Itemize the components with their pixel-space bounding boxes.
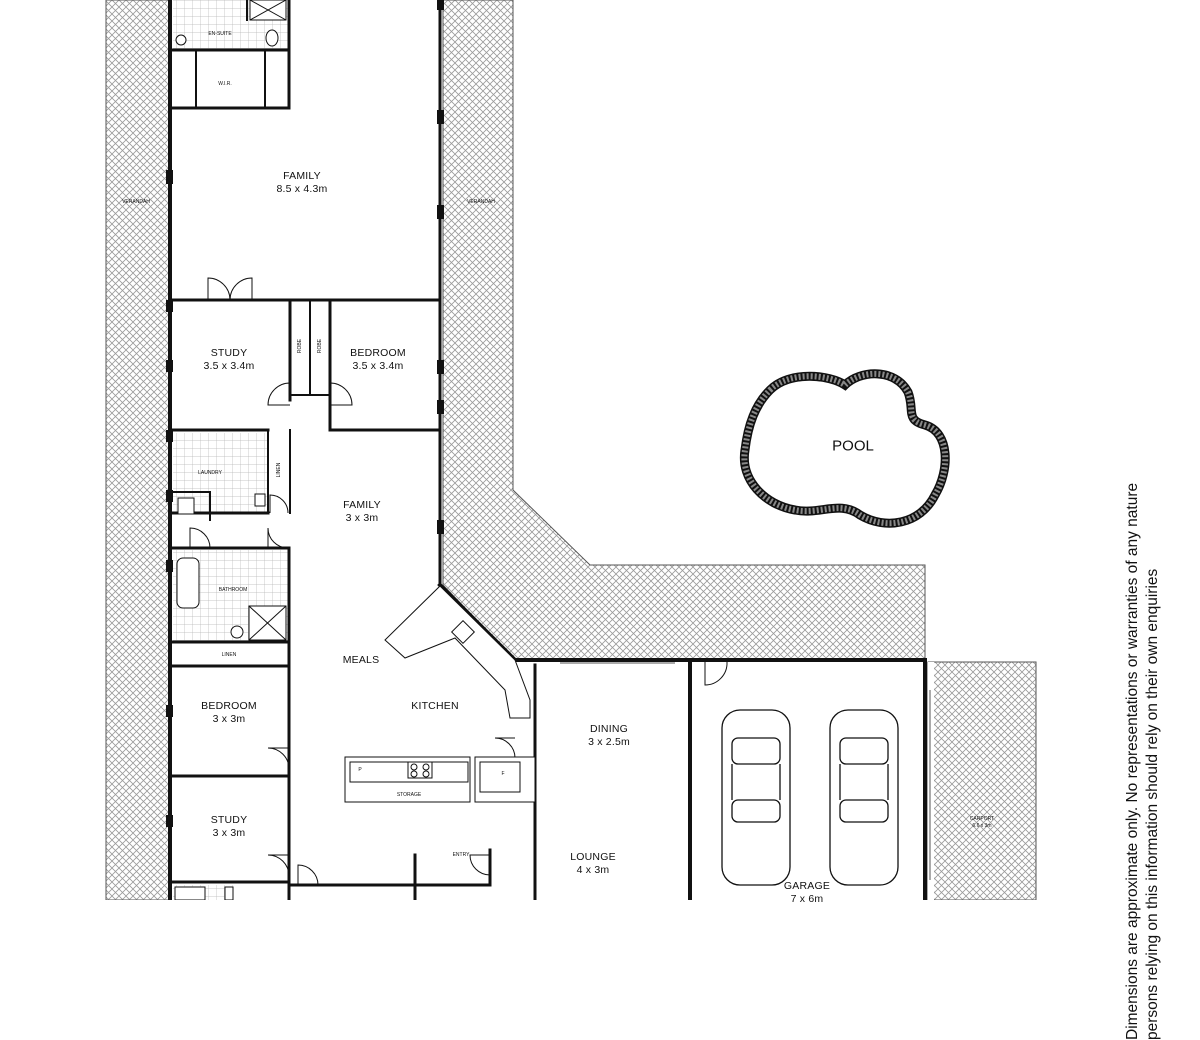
verandah-right-area: [442, 0, 926, 661]
study-2-name: STUDY: [210, 814, 248, 826]
label-bedroom-2: BEDROOM 3 x 3m: [201, 700, 257, 726]
disclaimer-line-2: persons relying on this information shou…: [1144, 568, 1161, 1040]
car-2-icon: [829, 709, 899, 886]
doors: [189, 277, 728, 886]
dining-name: DINING: [590, 723, 628, 735]
window-lines: [560, 662, 931, 880]
label-laundry: LAUNDRY: [198, 470, 222, 476]
bedroom-2-size: 3 x 3m: [212, 713, 246, 725]
label-bathroom: BATHROOM: [218, 587, 248, 593]
label-study-1: STUDY 3.5 x 3.4m: [203, 347, 254, 373]
disclaimer-text: Dimensions are approximate only. No repr…: [1123, 483, 1163, 1040]
label-robe-1: ROBE: [297, 338, 303, 354]
label-linen-2: LINEN: [221, 652, 237, 658]
label-verandah-left: VERANDAH: [122, 199, 150, 205]
label-linen-1: LINEN: [276, 462, 282, 478]
garage-name: GARAGE: [783, 880, 831, 892]
windows: [166, 0, 444, 827]
label-carport: CARPORT 6.6 x 3m: [970, 816, 994, 830]
label-family-2: FAMILY 3 x 3m: [343, 499, 381, 525]
carport-area: [927, 661, 1037, 900]
verandah-left-area: [105, 0, 170, 900]
study-2-size: 3 x 3m: [212, 827, 246, 839]
carport-size: 6.6 x 3m: [972, 823, 992, 829]
label-entry: ENTRY: [452, 852, 470, 858]
car-1-icon: [721, 709, 791, 886]
label-verandah-right: VERANDAH: [467, 199, 495, 205]
family-2-size: 3 x 3m: [345, 512, 379, 524]
lounge-name: LOUNGE: [570, 851, 616, 863]
family-2-name: FAMILY: [343, 499, 381, 511]
study-1-size: 3.5 x 3.4m: [203, 360, 255, 372]
bedroom-1-name: BEDROOM: [350, 347, 406, 359]
pool-icon: [739, 369, 950, 528]
study-1-name: STUDY: [210, 347, 248, 359]
label-robe-2: ROBE: [317, 338, 323, 354]
dining-size: 3 x 2.5m: [588, 736, 630, 748]
label-kitchen: KITCHEN: [411, 700, 459, 712]
label-en-suite: EN-SUITE: [208, 31, 232, 37]
label-garage: GARAGE 7 x 6m: [784, 880, 830, 906]
label-lounge: LOUNGE 4 x 3m: [570, 851, 616, 877]
label-dining: DINING 3 x 2.5m: [588, 723, 630, 749]
label-wir: W.I.R.: [218, 81, 232, 87]
label-storage: STORAGE: [396, 792, 422, 798]
carport-name: CARPORT: [969, 816, 995, 822]
label-family-main: FAMILY 8.5 x 4.3m: [276, 170, 327, 196]
lounge-size: 4 x 3m: [576, 864, 610, 876]
fixtures: [174, 0, 536, 900]
label-study-2: STUDY 3 x 3m: [211, 814, 248, 840]
disclaimer-line-1: Dimensions are approximate only. No repr…: [1124, 482, 1141, 1040]
bedroom-2-name: BEDROOM: [201, 700, 257, 712]
label-pool: POOL: [832, 437, 874, 455]
family-main-size: 8.5 x 4.3m: [276, 183, 328, 195]
label-meals: MEALS: [342, 654, 380, 666]
label-pantry: P: [358, 767, 362, 773]
label-fridge: F: [501, 771, 505, 777]
floor-plan: [105, 0, 1037, 900]
label-bedroom-1: BEDROOM 3.5 x 3.4m: [350, 347, 406, 373]
family-main-name: FAMILY: [283, 170, 321, 182]
walls: [168, 0, 927, 900]
bedroom-1-size: 3.5 x 3.4m: [352, 360, 404, 372]
